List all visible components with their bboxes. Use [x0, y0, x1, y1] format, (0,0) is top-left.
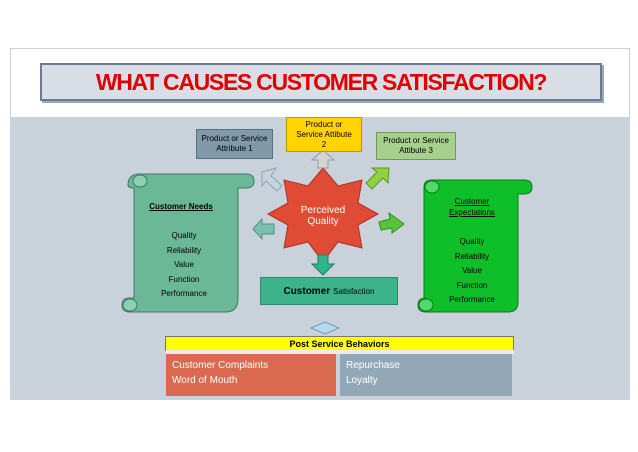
list-item: Quality — [459, 237, 485, 246]
attribute-2-box: Product or Service Attibute 2 — [286, 117, 362, 152]
customer-satisfaction-word-1: Customer — [283, 285, 331, 297]
customer-expectations-title: Customer Expectations — [433, 196, 511, 218]
title-banner: WHAT CAUSES CUSTOMER SATISFACTION? — [40, 63, 602, 101]
attribute-3-box: Product or Service Attibute 3 — [376, 132, 456, 160]
attribute-2-line-2: Service Attibute — [296, 129, 352, 139]
list-item: Customer Complaints — [172, 360, 269, 371]
perceived-quality-label: Perceived Quality — [290, 205, 356, 227]
panel-divider — [166, 350, 514, 354]
perceived-quality-line-1: Perceived — [300, 205, 346, 216]
list-item: Value — [462, 266, 482, 275]
customer-expectations-list: Quality Reliability Value Function Perfo… — [433, 235, 511, 308]
small-diamond-icon — [309, 321, 341, 335]
list-item: Quality — [171, 231, 197, 240]
list-item: Reliability — [166, 245, 202, 255]
list-item: Performance — [161, 289, 207, 298]
customer-needs-scroll — [121, 173, 255, 313]
page-title: WHAT CAUSES CUSTOMER SATISFACTION? — [95, 68, 548, 95]
list-item: Function — [456, 280, 488, 290]
attribute-1-box: Product or Service Attribute 1 — [196, 129, 273, 159]
customer-needs-list: Quality Reliability Value Function Perfo… — [141, 229, 227, 302]
list-item: Repurchase — [346, 360, 400, 371]
customer-satisfaction-box: Customer Satisfaction — [260, 277, 398, 305]
arrow-up-right-icon — [365, 167, 390, 190]
customer-expectations-title-line-2: Expectations — [449, 208, 495, 217]
list-item: Function — [168, 274, 200, 284]
customer-expectations-title-line-1: Customer — [454, 197, 490, 206]
arrow-left-icon — [252, 217, 275, 241]
perceived-quality-line-2: Quality — [307, 216, 339, 227]
list-item: Loyalty — [346, 375, 378, 386]
repurchase-panel: Repurchase Loyalty — [340, 354, 512, 396]
list-item: Word of Mouth — [172, 375, 238, 386]
arrow-down-icon — [310, 254, 336, 276]
attribute-3-line-2: Attibute 3 — [399, 146, 433, 155]
customer-expectations-scroll — [417, 179, 533, 313]
attribute-3-line-1: Product or Service — [383, 136, 449, 145]
arrow-up-icon — [310, 149, 336, 169]
post-service-behaviors-title: Post Service Behaviors — [289, 338, 390, 349]
attribute-2-line-3: 2 — [321, 139, 327, 149]
list-item: Value — [174, 260, 194, 269]
customer-needs-title: Customer Needs — [149, 202, 213, 211]
customer-satisfaction-word-2: Satisfaction — [333, 286, 375, 296]
attribute-1-line-2: Attribute 1 — [216, 144, 253, 153]
complaints-panel: Customer Complaints Word of Mouth — [166, 354, 336, 396]
arrow-up-left-icon — [261, 167, 283, 192]
attribute-2-line-1: Product or — [305, 119, 343, 129]
arrow-right-icon — [378, 211, 405, 234]
post-service-behaviors-bar: Post Service Behaviors — [165, 336, 514, 351]
attribute-1-line-1: Product or Service — [201, 134, 268, 143]
list-item: Reliability — [454, 251, 490, 261]
list-item: Performance — [449, 295, 495, 304]
